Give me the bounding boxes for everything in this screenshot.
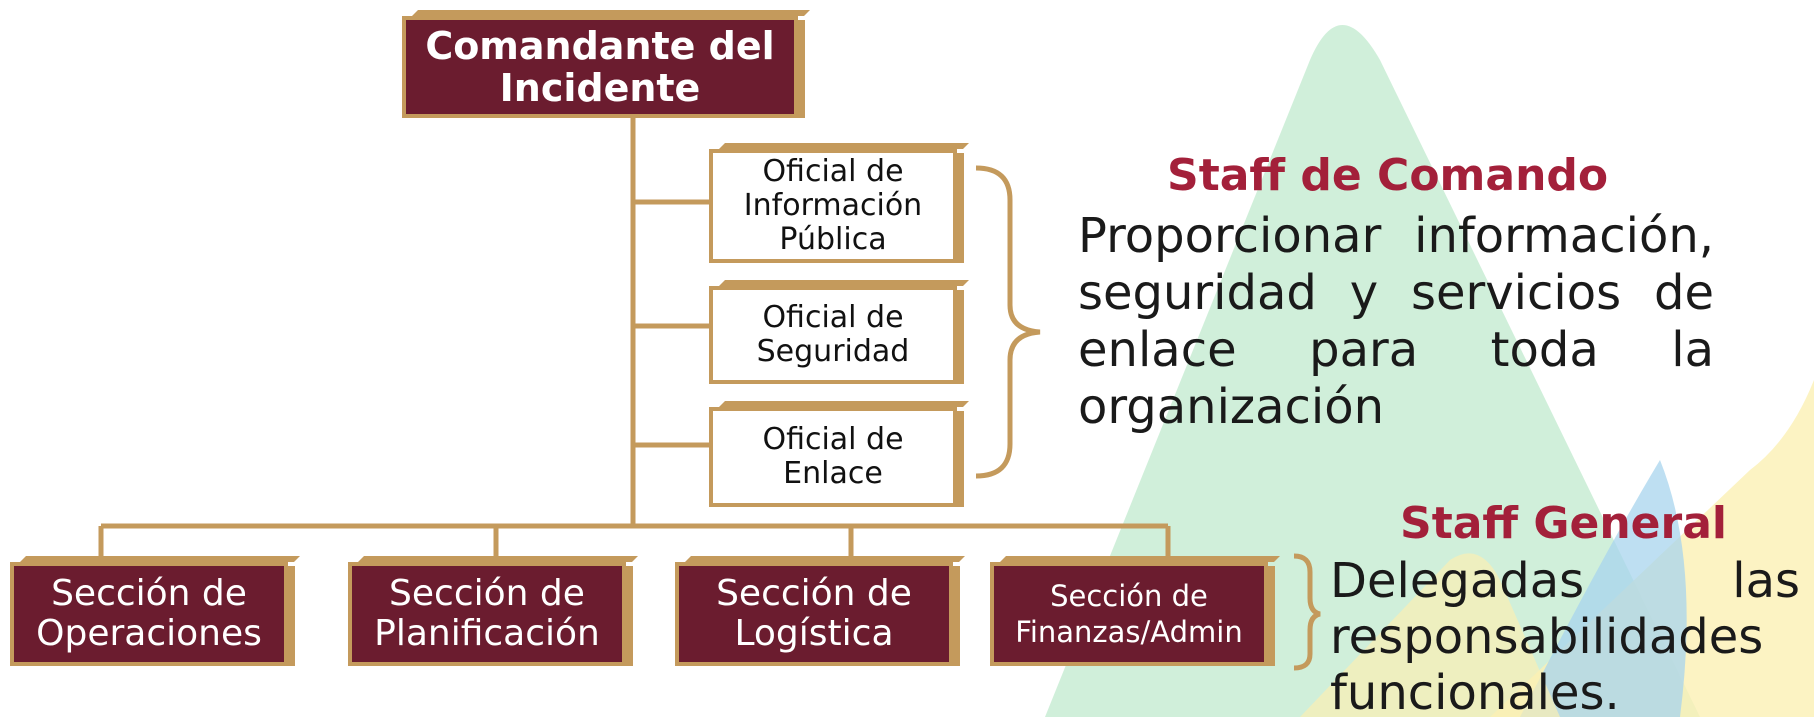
box-liaison-officer: Oficial de Enlace <box>709 407 964 507</box>
commander-box: Comandante del Incidente <box>402 16 805 118</box>
staff-comando-line-4: organización <box>1078 379 1385 435</box>
public-info-officer-label: Oficial de Información Pública <box>743 154 923 257</box>
background-green-shape <box>1045 25 1700 717</box>
staff-comando-line-2: seguridad y servicios de <box>1078 265 1714 321</box>
background-yellow-shape-left <box>1300 553 1560 717</box>
staff-general-heading: Staff General <box>1400 498 1727 549</box>
staff-comando-heading: Staff de Comando <box>1167 150 1609 201</box>
box-section-logistica: Sección de Logística <box>675 562 960 666</box>
liaison-officer-label: Oficial de Enlace <box>762 422 904 491</box>
staff-general-line-2: responsabilidades <box>1330 609 1764 665</box>
staff-comando-line-1: Proporcionar información, <box>1078 208 1714 264</box>
staff-comando-line-3: enlace para toda la <box>1078 322 1714 378</box>
brace-general-staff <box>1293 553 1321 671</box>
box-public-info-officer: Oficial de Información Pública <box>709 149 964 263</box>
staff-general-line-3: funcionales. <box>1330 665 1620 721</box>
brace-command-staff <box>975 165 1041 479</box>
background-yellow-shape <box>1490 380 1814 717</box>
background-blue-shape <box>1520 460 1687 717</box>
box-section-operaciones: Sección de Operaciones <box>10 562 295 666</box>
section-logistica-label: Sección de Logística <box>716 573 912 654</box>
section-planificacion-label: Sección de Planificación <box>374 573 600 654</box>
safety-officer-label: Oficial de Seguridad <box>756 300 910 369</box>
box-section-finanzas: Sección de Finanzas/Admin <box>990 562 1275 666</box>
commander-label: Comandante del Incidente <box>425 24 775 110</box>
section-operaciones-label: Sección de Operaciones <box>36 573 262 654</box>
staff-general-description: Delegadas las responsabilidades funciona… <box>1330 553 1800 721</box>
staff-comando-description: Proporcionar información, seguridad y se… <box>1078 208 1714 436</box>
staff-general-line-1: Delegadas las <box>1330 553 1800 609</box>
box-section-planificacion: Sección de Planificación <box>348 562 633 666</box>
section-finanzas-label: Sección de Finanzas/Admin <box>1015 579 1243 649</box>
box-safety-officer: Oficial de Seguridad <box>709 286 964 384</box>
